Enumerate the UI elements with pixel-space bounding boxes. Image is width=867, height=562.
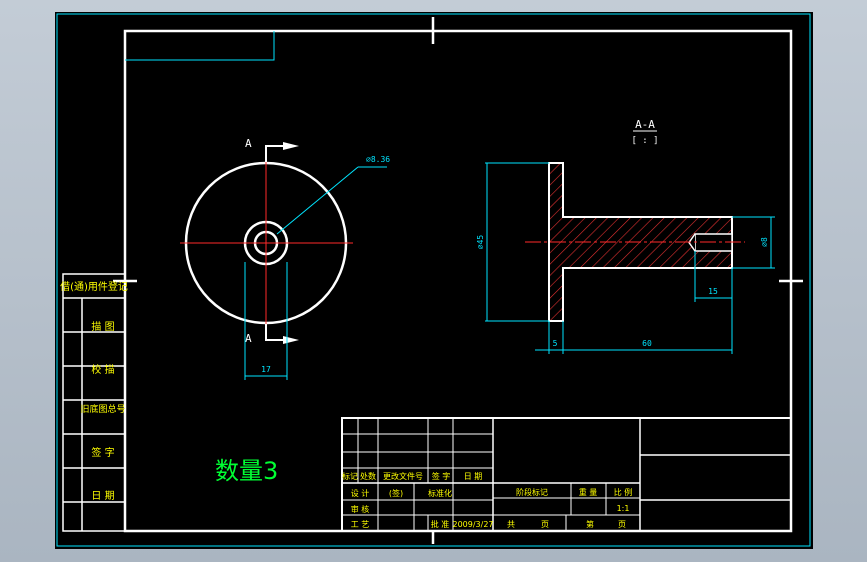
stage-header: 阶段标记	[516, 487, 548, 497]
dim-60: 60	[642, 339, 652, 348]
hole-leader	[276, 166, 359, 235]
hole-callout: ⌀8.36	[366, 155, 390, 164]
side-cell-2: 校 描	[91, 363, 114, 376]
drawing-sheet[interactable]: 借(通)用件登记 描 图 校 描 旧底图总号 签 字 日 期 A	[55, 12, 813, 549]
process-label: 工 艺	[351, 520, 370, 529]
dim-hole: ⌀8	[760, 237, 769, 247]
sheet-total-label: 共	[507, 520, 515, 529]
section-arrow-top	[283, 142, 299, 150]
side-cell-4: 签 字	[91, 446, 114, 459]
section-title: A-A	[635, 118, 655, 131]
dim-5: 5	[553, 339, 558, 348]
quantity-note: 数量3	[215, 457, 278, 485]
dim-17: 17	[261, 365, 271, 374]
approve-label: 批 准	[431, 519, 450, 529]
checker-label: 审 核	[351, 504, 370, 514]
scale-value: 1:1	[617, 504, 630, 513]
title-block[interactable]: 标记 处数 更改文件号 签 字 日 期 设 计 (签) 标准化 审 核 工 艺 …	[341, 417, 792, 532]
drawing-canvas: 借(通)用件登记 描 图 校 描 旧底图总号 签 字 日 期 A	[56, 13, 811, 547]
designer-label: 设 计	[351, 488, 370, 498]
weight-header: 重 量	[579, 487, 598, 497]
code-box	[125, 31, 275, 61]
side-cell-1: 描 图	[91, 320, 114, 333]
sheet-num-label: 第	[586, 519, 594, 529]
section-view[interactable]: A-A [ : ] ⌀45	[476, 118, 775, 354]
outer-border	[56, 13, 811, 547]
section-scale: [ : ]	[631, 136, 658, 146]
section-label-bottom: A	[245, 332, 252, 345]
section-label-top: A	[245, 137, 252, 150]
rev-header-2: 更改文件号	[383, 471, 423, 481]
inner-frame	[123, 29, 793, 533]
sheet-total-unit: 页	[541, 520, 549, 529]
rev-header-4: 日 期	[464, 472, 483, 481]
front-view[interactable]: A A ⌀8.36 17	[180, 137, 390, 380]
scale-header: 比 例	[614, 487, 633, 497]
designer-sign: (签)	[389, 488, 403, 498]
rev-header-1: 处数	[360, 471, 376, 481]
dim-height: ⌀45	[476, 235, 485, 250]
sheet-num-unit: 页	[618, 520, 626, 529]
side-cell-5: 日 期	[91, 490, 114, 502]
side-table: 借(通)用件登记 描 图 校 描 旧底图总号 签 字 日 期	[60, 273, 128, 532]
dim-15: 15	[708, 287, 718, 296]
approve-date: 2009/3/27	[452, 520, 493, 529]
standardization-label: 标准化	[428, 488, 452, 498]
rev-header-3: 签 字	[432, 471, 451, 481]
side-cell-3: 旧底图总号	[80, 403, 125, 415]
section-arrow-bottom	[283, 336, 299, 344]
rev-header-0: 标记	[342, 471, 358, 481]
side-cell-0: 借(通)用件登记	[60, 280, 128, 293]
